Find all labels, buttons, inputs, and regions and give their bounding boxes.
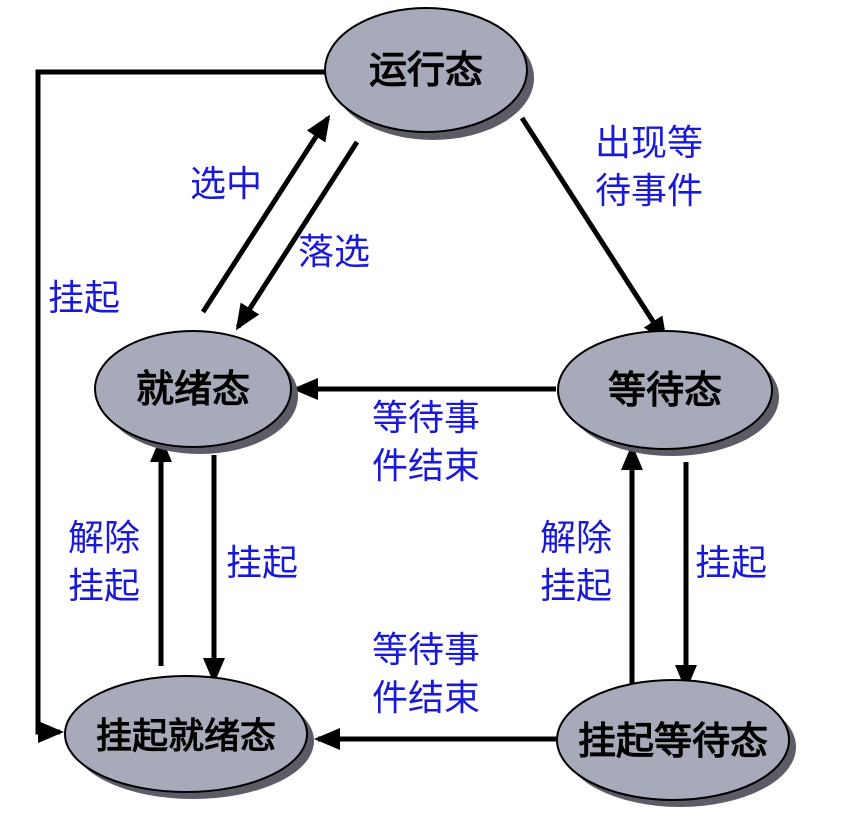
label-event-end-bottom-line1: 等待事: [372, 630, 480, 671]
state-suspended-ready: 挂起就绪态: [64, 675, 314, 799]
label-wait-event-line2: 待事件: [595, 171, 703, 212]
label-suspend-running: 挂起: [48, 278, 120, 319]
label-suspend-waiting: 挂起: [695, 543, 767, 584]
state-suspended-waiting: 挂起等待态: [556, 679, 796, 807]
label-resume-left-line2: 挂起: [68, 566, 140, 607]
label-select: 选中: [190, 164, 262, 205]
edge-running-to-suspended-ready: [35, 69, 325, 743]
label-deselect: 落选: [298, 232, 370, 273]
edge-ready-to-running: [200, 114, 331, 314]
label-suspend-ready: 挂起: [226, 543, 298, 584]
state-suspended-ready-label: 挂起就绪态: [96, 716, 276, 757]
state-running: 运行态: [324, 7, 534, 140]
state-ready-label: 就绪态: [136, 367, 250, 411]
state-suspended-waiting-label: 挂起等待态: [578, 719, 768, 763]
label-wait-event-line1: 出现等: [595, 123, 703, 164]
label-event-end-mid-line1: 等待事: [372, 398, 480, 439]
state-waiting-label: 等待态: [608, 368, 722, 412]
state-waiting: 等待态: [557, 330, 779, 456]
state-running-label: 运行态: [369, 48, 483, 92]
state-ready: 就绪态: [94, 330, 298, 454]
label-resume-left-line1: 解除: [68, 518, 140, 559]
edge-running-to-waiting: [519, 116, 668, 344]
label-resume-right-line1: 解除: [540, 518, 612, 559]
label-resume-right-line2: 挂起: [540, 566, 612, 607]
label-event-end-bottom-line2: 件结束: [372, 678, 480, 719]
edge-running-to-ready: [235, 140, 360, 331]
label-event-end-mid-line2: 件结束: [372, 446, 480, 487]
